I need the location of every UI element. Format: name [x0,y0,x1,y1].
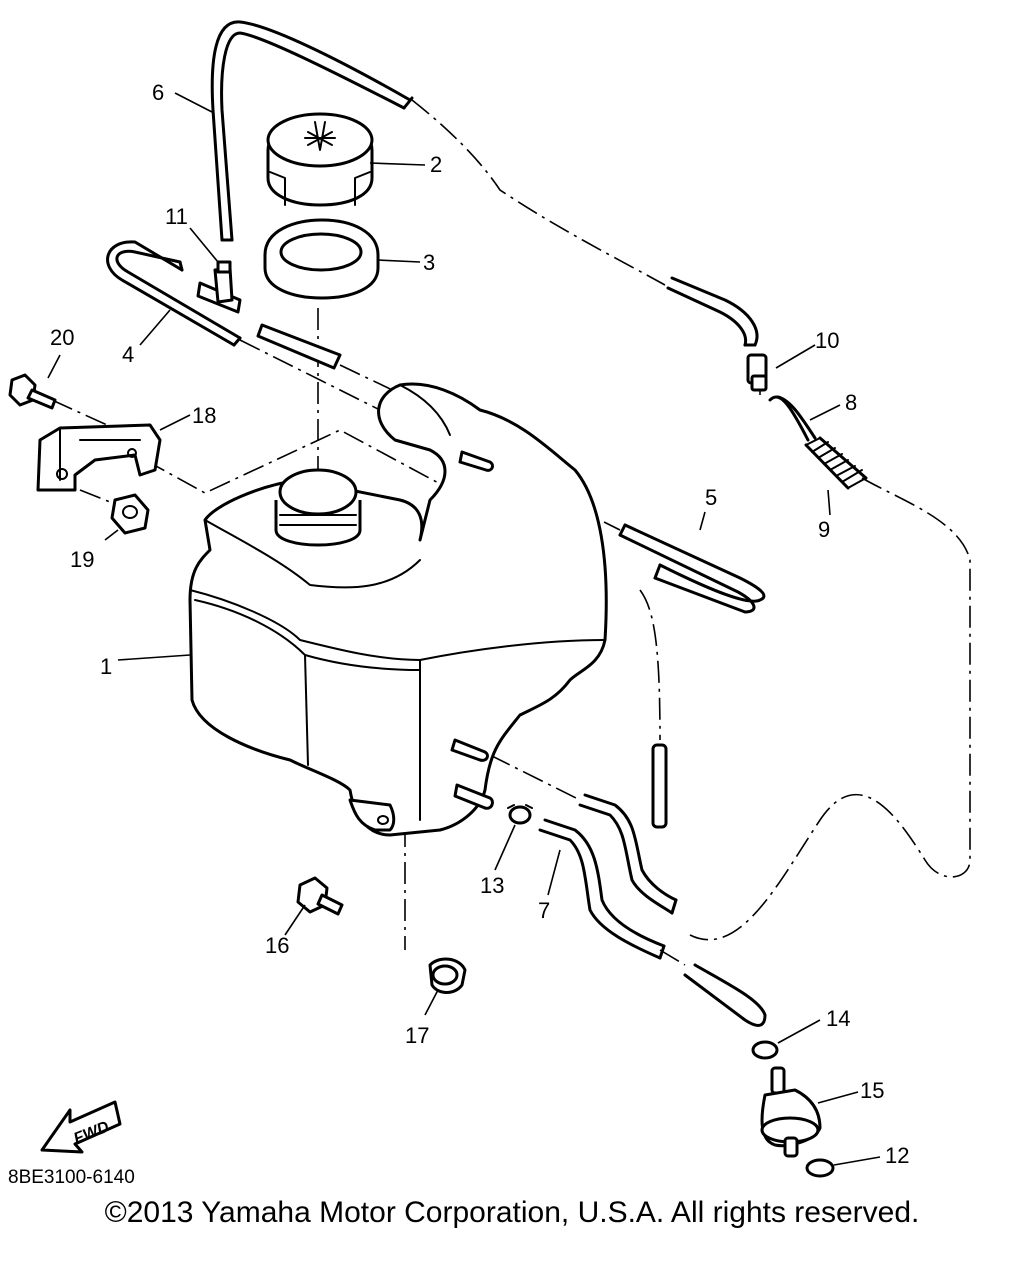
diagram-code: 8BE3100-6140 [8,1167,135,1188]
callout-7: 7 [538,898,550,923]
tee-joint [196,260,242,314]
callout-11: 11 [165,204,188,229]
callout-6: 6 [152,80,164,105]
overflow-hose [106,240,242,347]
callout-19: 19 [70,547,94,572]
vent-hose [210,20,414,242]
callout-15: 15 [860,1078,884,1103]
cap-gasket [263,218,380,300]
breather-hose-short [256,323,342,370]
check-valve [746,353,768,392]
callout-10: 10 [815,328,839,353]
bolt-16 [296,876,344,916]
callout-3: 3 [423,250,435,275]
callout-20: 20 [50,325,74,350]
callout-4: 4 [122,342,134,367]
callout-2: 2 [430,152,442,177]
callout-5: 5 [705,485,717,510]
upper-right-hose [666,276,759,347]
inline-filter [760,1066,822,1158]
forward-direction-arrow: FWD [40,1100,122,1154]
callout-8: 8 [845,390,857,415]
bolt-20 [8,373,57,410]
callout-17: 17 [405,1023,429,1048]
callout-numbers: 1 2 3 4 5 6 7 8 9 10 11 12 13 14 15 16 1… [50,80,909,1168]
nut-19 [110,493,150,535]
callout-13: 13 [480,873,504,898]
hose-clip-12 [805,1158,835,1178]
return-hose-loop [618,523,766,614]
reservoir-tank [188,382,608,837]
callout-16: 16 [265,933,289,958]
callout-9: 9 [818,517,830,542]
hose-with-spring [768,395,868,490]
callout-12: 12 [885,1143,909,1168]
callout-18: 18 [192,403,216,428]
leader-lines [47,92,881,1166]
spring-coil [804,436,868,490]
lower-hoses [538,793,767,1027]
mount-bracket [36,423,162,492]
grommet-17 [428,957,467,994]
hose-clip-13 [507,804,533,825]
callout-14: 14 [826,1006,850,1031]
hose-clip-14 [751,1040,779,1060]
callout-1: 1 [100,654,112,679]
vertical-hose [651,743,668,829]
copyright-notice: ©2013 Yamaha Motor Corporation, U.S.A. A… [104,1196,920,1229]
filler-cap [266,112,374,207]
